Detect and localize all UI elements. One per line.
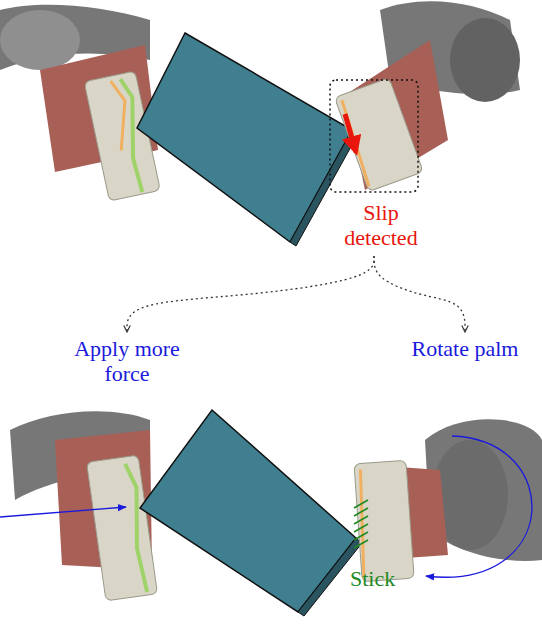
action-node: Rotate palm xyxy=(395,336,535,392)
bottom-box xyxy=(140,410,362,616)
action-label: Rotate palm xyxy=(395,336,535,361)
contact-label: Stick xyxy=(350,566,395,591)
top-box xyxy=(137,33,358,246)
sensor-strip xyxy=(338,100,373,186)
action-node: Apply more force xyxy=(55,336,199,392)
finger-pad xyxy=(335,78,424,192)
hatch-line xyxy=(354,532,368,540)
sensor-strip xyxy=(107,79,135,150)
slip-region: Slip detected xyxy=(322,78,438,256)
status-label: Slip detected xyxy=(336,200,426,250)
robot-joint xyxy=(450,18,520,102)
bottom-left-finger xyxy=(87,455,158,601)
hatch-line xyxy=(354,524,368,532)
sensor-strip xyxy=(125,463,151,593)
sensor-strip xyxy=(356,470,367,577)
rotation-arrow xyxy=(426,436,532,577)
finger-pad xyxy=(87,455,158,601)
action-label: Apply more force xyxy=(55,336,199,386)
dotted-rect xyxy=(330,80,418,192)
force-arrow xyxy=(0,507,126,517)
dotted-connector xyxy=(127,256,374,332)
hatch-line xyxy=(354,500,368,508)
hatch-line xyxy=(354,508,368,516)
box-face xyxy=(137,33,352,242)
slip-arrow xyxy=(345,114,356,152)
stick-hatch xyxy=(354,500,368,548)
top-right-finger xyxy=(335,78,424,192)
robot-joint xyxy=(0,10,80,70)
hatch-line xyxy=(354,540,368,548)
hatch-line xyxy=(354,516,368,524)
bottom-right-finger xyxy=(354,460,414,581)
dotted-connector xyxy=(374,256,465,332)
finger-pad xyxy=(354,460,414,581)
